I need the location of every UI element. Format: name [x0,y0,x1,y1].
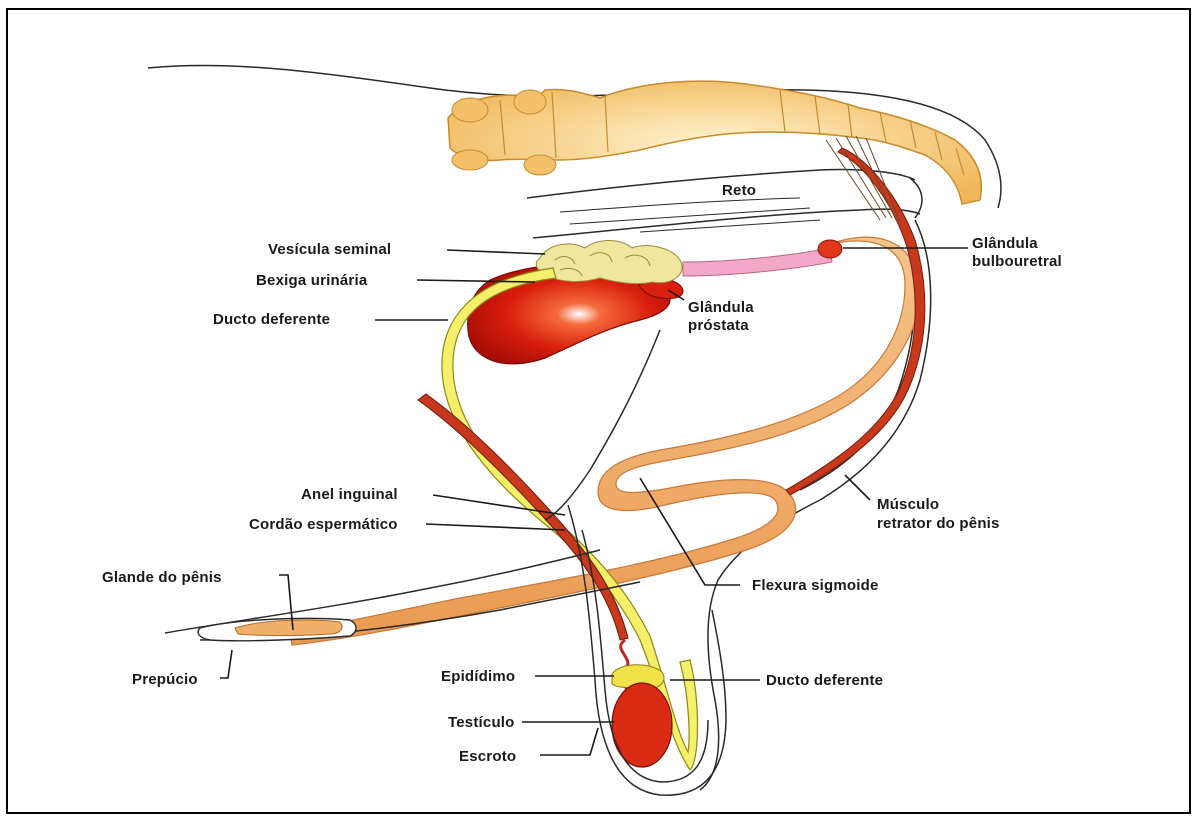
label-prepucio: Prepúcio [132,671,198,688]
label-bexiga-urinaria: Bexiga urinária [256,272,368,289]
label-glandula-bulbouretral-1: Glândula [972,235,1038,252]
label-flexura-sigmoide: Flexura sigmoide [752,577,879,594]
label-glandula-bulbouretral-2: bulbouretral [972,253,1062,270]
pelvic-urethra [683,248,832,276]
label-epididimo: Epidídimo [441,668,515,685]
seminal-vesicle [536,241,682,284]
label-cordao-espermatico: Cordão espermático [249,516,398,533]
label-musculo-retrator-2: retrator do pênis [877,515,1000,532]
label-escroto: Escroto [459,748,516,765]
label-ducto-deferente-bottom: Ducto deferente [766,672,883,689]
label-testiculo: Testículo [448,714,515,731]
rectum [527,169,922,238]
label-glandula-prostata-1: Glândula [688,299,754,316]
label-musculo-retrator-1: Músculo [877,496,939,513]
label-glandula-prostata-2: próstata [688,317,749,334]
bulbourethral-gland [818,240,842,258]
label-ducto-deferente-top: Ducto deferente [213,311,330,328]
label-glande-do-penis: Glande do pênis [102,569,222,586]
label-anel-inguinal: Anel inguinal [301,486,398,503]
label-vesicula-seminal: Vesícula seminal [268,241,391,258]
label-reto: Reto [722,182,756,199]
